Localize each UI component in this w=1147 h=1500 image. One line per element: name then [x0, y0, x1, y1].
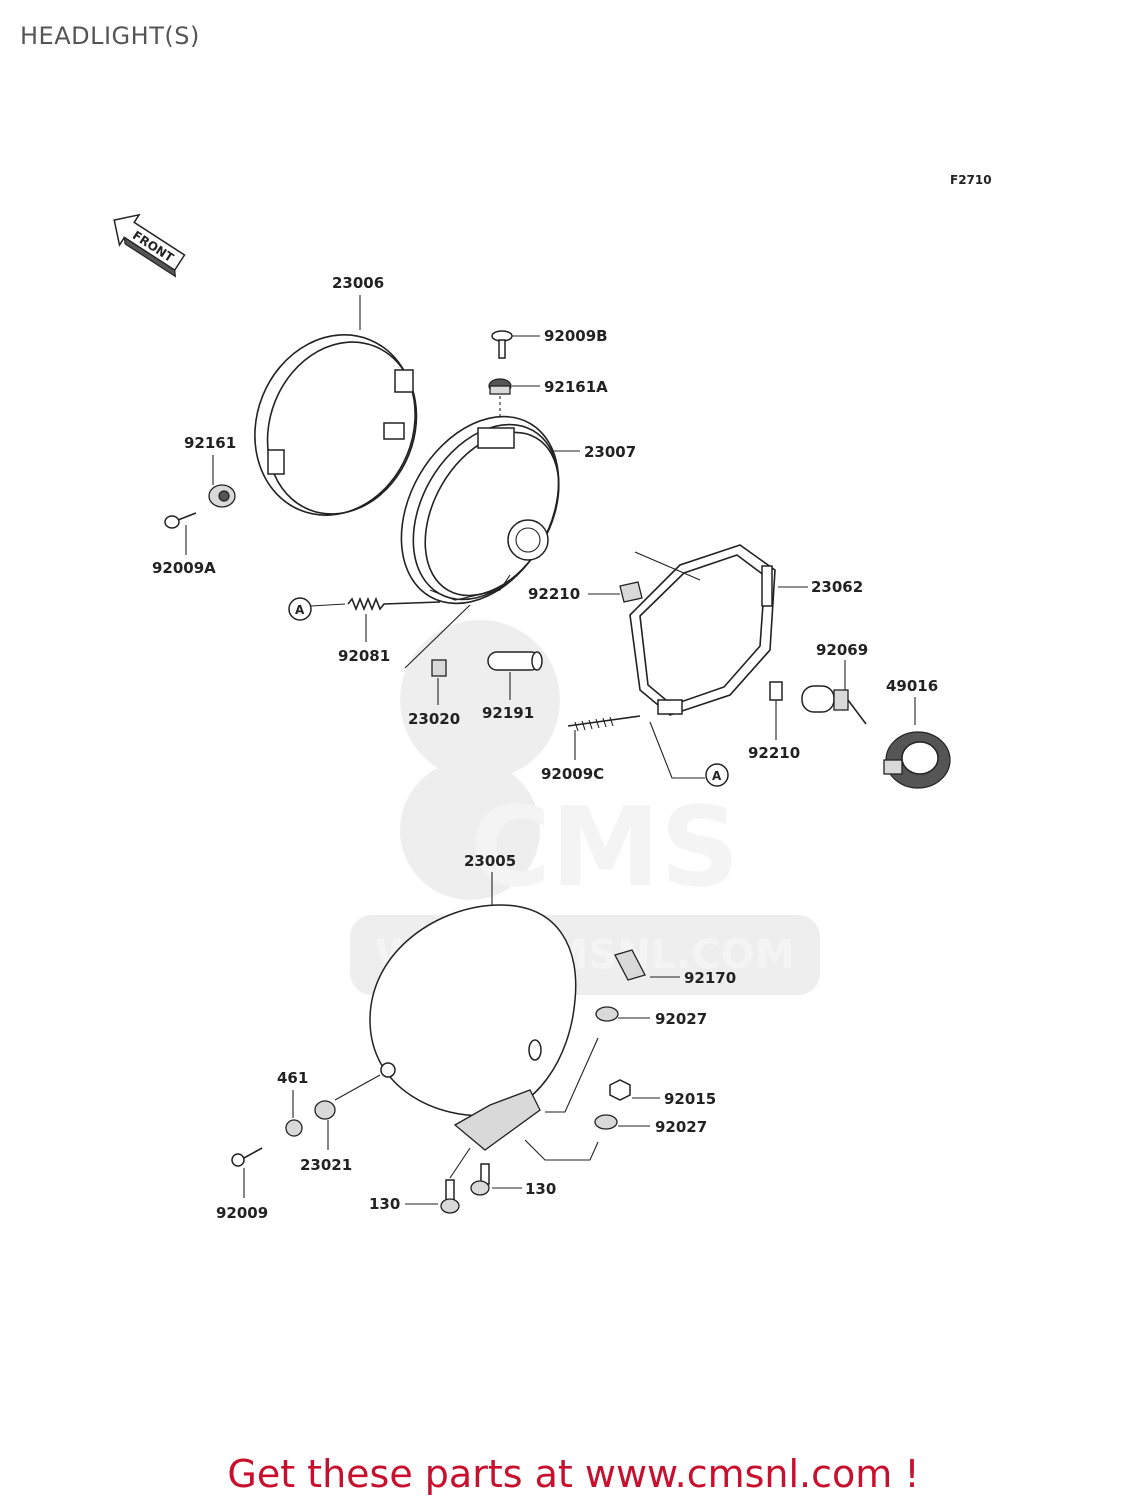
part-label-92161a: 92161A: [544, 378, 608, 396]
grommet-92161: [208, 455, 236, 508]
part-label-92170: 92170: [684, 969, 736, 987]
figure-code: F2710: [950, 173, 992, 187]
part-label-23021: 23021: [300, 1156, 352, 1174]
part-label-92161: 92161: [184, 434, 236, 452]
collar-23021: [314, 1074, 381, 1150]
page-title: HEADLIGHT(S): [20, 22, 200, 50]
part-label-23006: 23006: [332, 274, 384, 292]
part-label-130-right: 130: [525, 1180, 556, 1198]
ref-a-callout-1: [288, 597, 312, 621]
nut-92210-upper: [588, 551, 701, 603]
headlight-bracket: [629, 544, 808, 716]
part-label-23007: 23007: [584, 443, 636, 461]
headlight-rim: [254, 295, 418, 516]
screw-92009: [231, 1147, 263, 1198]
part-label-92210-upper: 92210: [528, 585, 580, 603]
footer-promo-link[interactable]: Get these parts at www.cmsnl.com !: [227, 1452, 920, 1496]
screw-92009a: [164, 512, 197, 555]
tube-92191: [487, 651, 543, 700]
part-label-92009: 92009: [216, 1204, 268, 1222]
nut-461: [285, 1090, 303, 1137]
ref-a-label-2: A: [712, 769, 722, 783]
part-label-23062: 23062: [811, 578, 863, 596]
bolt-92009c: [567, 715, 641, 760]
exploded-parts-diagram: CMS WWW.CMSNL.COM F2710 FRONT: [113, 173, 992, 1222]
headlight-cover: [369, 872, 577, 1151]
ref-a-group-2: A: [649, 721, 729, 787]
adjuster-spring-92081: A: [288, 596, 471, 669]
part-label-92027-upper: 92027: [655, 1010, 707, 1028]
part-label-92027-lower: 92027: [655, 1118, 707, 1136]
bracket-92170: [614, 949, 680, 981]
part-label-461: 461: [277, 1069, 308, 1087]
bolt-130-right: [470, 1163, 522, 1196]
collar-92027-lower: [524, 1114, 650, 1161]
part-label-92081: 92081: [338, 647, 390, 665]
part-label-92191: 92191: [482, 704, 534, 722]
nut-92015: [609, 1079, 660, 1101]
part-label-92210-lower: 92210: [748, 744, 800, 762]
bolt-130-left: [405, 1147, 471, 1214]
watermark-brand: CMS: [470, 783, 739, 911]
part-label-92009a: 92009A: [152, 559, 216, 577]
part-label-92009c: 92009C: [541, 765, 604, 783]
part-label-23005: 23005: [464, 852, 516, 870]
headlight-bulb: [801, 660, 867, 725]
front-direction-arrow: FRONT: [113, 213, 186, 278]
headlight-housing: [400, 415, 580, 605]
ref-a-label-1: A: [295, 603, 305, 617]
part-label-92069: 92069: [816, 641, 868, 659]
ref-a-callout-2: [705, 763, 729, 787]
part-label-130-left: 130: [369, 1195, 400, 1213]
part-label-23020: 23020: [408, 710, 460, 728]
collar-92027-upper: [545, 1006, 650, 1113]
bulb-cap-49016: [883, 697, 951, 789]
part-label-92009b: 92009B: [544, 327, 608, 345]
nut-92210-lower: [769, 681, 783, 740]
grommet-92161a: [488, 378, 540, 420]
part-label-49016: 49016: [886, 677, 938, 695]
part-label-92015: 92015: [664, 1090, 716, 1108]
clip-23020: [431, 659, 447, 705]
screw-92009b: [491, 330, 540, 359]
